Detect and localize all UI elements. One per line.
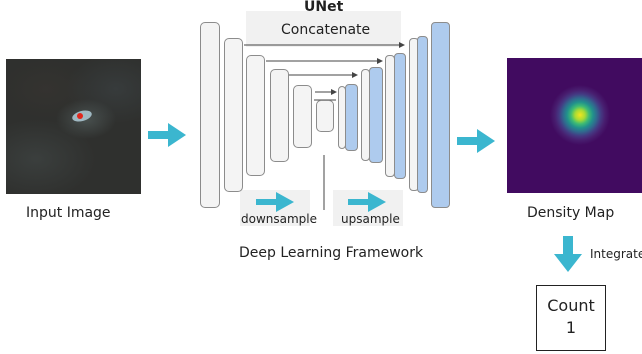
decoder-block-2 xyxy=(394,53,406,179)
encoder-block-2 xyxy=(224,38,243,192)
density-map xyxy=(507,58,642,193)
bottleneck-block xyxy=(316,100,334,132)
decoder-block-3 xyxy=(369,67,383,163)
upsample-arrow-icon xyxy=(348,192,386,212)
input-image-label: Input Image xyxy=(26,205,111,221)
density-map-label: Density Map xyxy=(527,205,615,221)
encoder-block-4 xyxy=(270,69,289,162)
input-image xyxy=(6,59,141,194)
count-box: Count 1 xyxy=(536,285,606,351)
encoder-block-3 xyxy=(246,55,265,176)
decoder-block-4 xyxy=(345,84,358,151)
downsample-band xyxy=(240,190,310,226)
upsample-label: upsample xyxy=(341,212,400,226)
downsample-arrow-icon xyxy=(256,192,294,212)
downsample-label: downsample xyxy=(241,212,318,226)
concatenate-label: Concatenate xyxy=(281,22,371,38)
arrow-right-icon xyxy=(148,123,186,147)
unet-title: UNet xyxy=(304,0,344,15)
framework-label: Deep Learning Framework xyxy=(239,245,424,261)
count-title: Count xyxy=(547,296,595,315)
arrow-down-icon xyxy=(554,236,582,272)
output-block xyxy=(431,22,450,208)
title-band xyxy=(246,11,401,47)
encoder-block-1 xyxy=(200,22,220,208)
integrate-label: Integrate xyxy=(590,247,642,261)
arrow-right-icon-2 xyxy=(457,129,495,153)
count-value: 1 xyxy=(565,318,577,337)
encoder-block-5 xyxy=(293,85,312,148)
decoder-block-1 xyxy=(417,36,428,193)
target-dot xyxy=(77,113,83,119)
